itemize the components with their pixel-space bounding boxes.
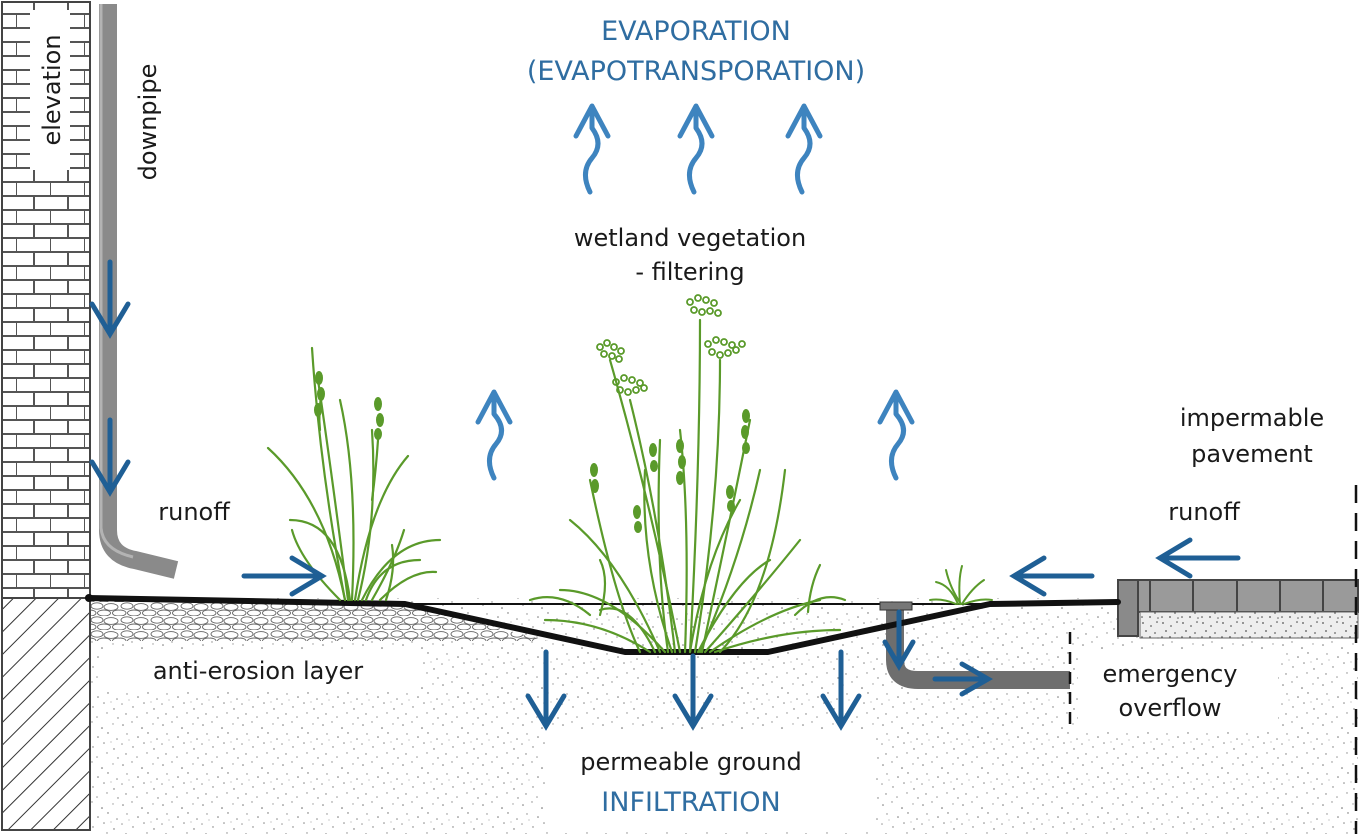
vegetation-label-line2: - filtering [635,258,744,286]
evaporation-wave-1 [583,105,601,195]
umbel-flowers [596,294,746,396]
pavement-label-line1: impermable [1180,404,1324,432]
overflow-label-line1: emergency [1103,660,1238,688]
infiltration-arrowhead-2 [672,693,714,731]
profile-endpoint [85,594,93,602]
infiltration-arrowhead-1 [525,693,567,731]
permeable-ground-label: permeable ground [580,748,802,776]
pavement-base [1139,611,1359,639]
infiltration-label: INFILTRATION [601,787,780,818]
evaporation-wave-3 [795,105,813,195]
foundation-hatch [1,597,91,831]
overflow-outlet-arrowhead [959,661,994,697]
flow-arrows [89,259,1241,731]
seed-heads-center [590,409,750,533]
infiltration-arrowhead-3 [820,693,862,731]
downpipe-flow-arrowhead-lower [89,459,131,497]
downpipe-highlight [99,4,134,559]
evaporation-arrowhead-4 [475,389,513,425]
evaporation-wave-4 [487,391,504,481]
evaporation-wave-2 [687,105,705,195]
label-plate-anti-erosion [100,652,420,692]
evaporation-arrowhead-3 [785,103,823,139]
anti-erosion-pebble-layer [90,600,548,641]
overflow-inlet-arrowhead [882,639,916,671]
label-plate-infiltration [545,730,875,830]
pavement-runoff-arrowhead [1009,555,1047,597]
elevation-label: elevation [38,34,66,145]
elevation-label-plate [30,10,70,170]
grass-tuft-right [929,565,993,605]
vegetation-center-clump [528,318,847,654]
label-plate-overflow [1078,650,1278,730]
seed-heads-left [314,371,384,440]
evaporation-title-line1: EVAPORATION [601,16,791,47]
pavement-curb [1117,579,1139,637]
evaporation-arrowhead-5 [877,389,915,425]
evaporation-title-line2: (EVAPOTRANSPORATION) [527,56,865,87]
evaporation-wave-5 [889,391,906,481]
ground-surface-profile [85,595,1121,655]
pavement-label-line2: pavement [1191,440,1313,468]
runoff-left-arrowhead [289,555,327,597]
runoff-label-right: runoff [1168,498,1240,526]
vegetation-label-line1: wetland vegetation [574,224,806,252]
evaporation-arrows [475,103,915,481]
downpipe-flow-arrowhead-upper [89,301,131,339]
anti-erosion-label: anti-erosion layer [153,657,363,685]
runoff-right-arrowhead [1155,537,1193,579]
pavement-joints [1149,580,1324,612]
downpipe-label: downpipe [134,64,162,181]
vegetation-left-clump [266,346,442,602]
runoff-label-left: runoff [158,498,230,526]
evaporation-arrowhead-2 [677,103,715,139]
evaporation-arrowhead-1 [573,103,611,139]
overflow-inlet-grate [879,601,913,611]
overflow-label-line2: overflow [1119,694,1222,722]
